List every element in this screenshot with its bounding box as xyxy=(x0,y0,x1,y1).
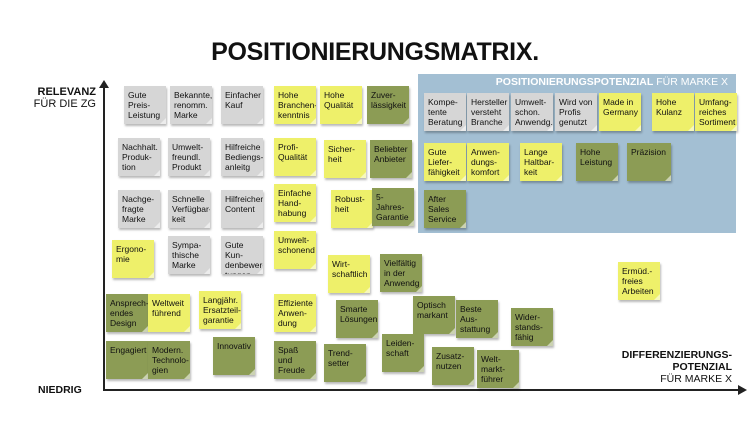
x-axis-label-normal: FÜR MARKE X xyxy=(660,373,732,385)
sticky-note-sicherheit: Sicher- heit xyxy=(324,140,366,178)
sticky-note-umweltfreundl-produkt: Umwelt- freundl. Produkt xyxy=(168,138,210,176)
sticky-note-einfacher-kauf: Einfacher Kauf xyxy=(221,86,263,124)
sticky-note-made-in-germany: Made in Germany xyxy=(599,93,641,131)
y-axis-label-normal: FÜR DIE ZG xyxy=(33,98,96,110)
zone-title-normal: FÜR MARKE X xyxy=(653,76,728,88)
sticky-note-schnelle-verfuegbarkeit: Schnelle Verfügbar- keit xyxy=(168,190,210,228)
sticky-note-weltweit-fuehrend: Weltweit führend xyxy=(148,294,190,332)
sticky-note-gute-preisleistung: Gute Preis- Leistung xyxy=(124,86,166,124)
sticky-note-langjaehr-ersatzteilgarantie: Langjähr. Ersatzteil- garantie xyxy=(199,291,241,329)
sticky-note-ergonomie: Ergono- mie xyxy=(112,240,154,278)
y-axis-label-bold: RELEVANZ xyxy=(37,86,96,98)
y-axis-arrow-icon xyxy=(99,80,109,88)
sticky-note-optisch-markant: Optisch markant xyxy=(413,296,455,334)
sticky-note-hohe-leistung: Hohe Leistung xyxy=(576,143,618,181)
sticky-note-nachgefragte-marke: Nachge- fragte Marke xyxy=(118,190,160,228)
zone-title-bold: POSITIONIERUNGSPOTENZIAL xyxy=(495,76,654,88)
sticky-note-robustheit: Robust- heit xyxy=(331,190,373,228)
y-axis-line xyxy=(103,85,105,391)
y-axis-low-label: NIEDRIG xyxy=(38,384,82,396)
sticky-note-effiziente-anwendung: Effiziente Anwen- dung xyxy=(274,294,316,332)
sticky-note-hersteller-branche: Hersteller versteht Branche xyxy=(467,93,509,131)
sticky-note-ansprechendes-design: Ansprech- endes Design xyxy=(106,294,148,332)
x-axis-label-bold: DIFFERENZIERUNGS- POTENZIAL xyxy=(621,349,732,373)
x-axis-label: DIFFERENZIERUNGS- POTENZIAL FÜR MARKE X xyxy=(600,349,732,385)
sticky-note-weltmarktfuehrer: Welt- markt- führer xyxy=(477,350,519,388)
sticky-note-profi-qualitaet: Profi- Qualität xyxy=(274,138,316,176)
zone-title: POSITIONIERUNGSPOTENZIAL FÜR MARKE X xyxy=(496,76,728,88)
sticky-note-hohe-qualitaet: Hohe Qualität xyxy=(320,86,362,124)
sticky-note-umweltschon-anwendg: Umwelt- schon. Anwendg. xyxy=(511,93,553,131)
sticky-note-wird-von-profis: Wird von Profis genutzt xyxy=(555,93,597,131)
sticky-note-einfache-handhabung: Einfache Hand- habung xyxy=(274,184,316,222)
sticky-note-anwendungskomfort: Anwen- dungs- komfort xyxy=(467,143,509,181)
sticky-note-nachhalt-produktion: Nachhalt. Produk- tion xyxy=(118,138,160,176)
sticky-note-ermuedungsfreies-arbeiten: Ermüd.- freies Arbeiten xyxy=(618,262,660,300)
sticky-note-zuverlaessigkeit: Zuver- lässigkeit xyxy=(367,86,409,124)
sticky-note-hilfreicher-content: Hilfreicher Content xyxy=(221,190,263,228)
sticky-note-after-sales-service: After Sales Service xyxy=(424,190,466,228)
sticky-note-umfangreiches-sortiment: Umfang- reiches Sortiment xyxy=(695,93,737,131)
sticky-note-leidenschaft: Leiden- schaft xyxy=(382,334,424,372)
y-axis-label: RELEVANZ FÜR DIE ZG xyxy=(10,86,96,110)
sticky-note-engagiert: Engagiert xyxy=(106,341,148,379)
sticky-note-sympathische-marke: Sympa- thische Marke xyxy=(168,236,210,274)
sticky-note-bekannte-marke: Bekannte, renomm. Marke xyxy=(170,86,212,124)
sticky-note-hohe-branchenkenntnis: Hohe Branchen- kenntnis xyxy=(274,86,316,124)
sticky-note-beliebter-anbieter: Beliebter Anbieter xyxy=(370,140,412,178)
sticky-note-trendsetter: Trend- setter xyxy=(324,344,366,382)
x-axis-line xyxy=(103,389,740,391)
sticky-note-5-jahres-garantie: 5-Jahres- Garantie xyxy=(372,188,414,226)
sticky-note-wirtschaftlich: Wirt- schaftlich xyxy=(328,255,370,293)
sticky-note-beste-ausstattung: Beste Aus- stattung xyxy=(456,300,498,338)
sticky-note-hohe-kulanz: Hohe Kulanz xyxy=(652,93,694,131)
page-title: POSITIONIERUNGSMATRIX. xyxy=(211,38,539,66)
sticky-note-zusatznutzen: Zusatz- nutzen xyxy=(432,347,474,385)
sticky-note-kompetente-beratung: Kompe- tente Beratung xyxy=(424,93,466,131)
x-axis-arrow-icon xyxy=(738,385,747,395)
sticky-note-modern-technologien: Modern. Technolo- gien xyxy=(148,341,190,379)
sticky-note-vielfaeltig-anwendung: Vielfältig in der Anwendg xyxy=(380,254,422,292)
sticky-note-lange-haltbarkeit: Lange Haltbar- keit xyxy=(520,143,562,181)
sticky-note-praezision: Präzision xyxy=(627,143,671,181)
sticky-note-hilfreiche-bedienungsanleitung: Hilfreiche Bediengs- anleitg xyxy=(221,138,263,176)
sticky-note-gute-lieferfaehigkeit: Gute Liefer- fähigkeit xyxy=(424,143,466,181)
sticky-note-innovativ: Innovativ xyxy=(213,337,255,375)
sticky-note-smarte-loesungen: Smarte Lösungen xyxy=(336,300,378,338)
sticky-note-widerstandsfaehig: Wider- stands- fähig xyxy=(511,308,553,346)
sticky-note-umweltschonend: Umwelt- schonend xyxy=(274,231,316,269)
sticky-note-spass-und-freude: Spaß und Freude xyxy=(274,341,316,379)
sticky-note-gute-kundenbewertungen: Gute Kun- denbewer- tungen xyxy=(221,236,263,274)
